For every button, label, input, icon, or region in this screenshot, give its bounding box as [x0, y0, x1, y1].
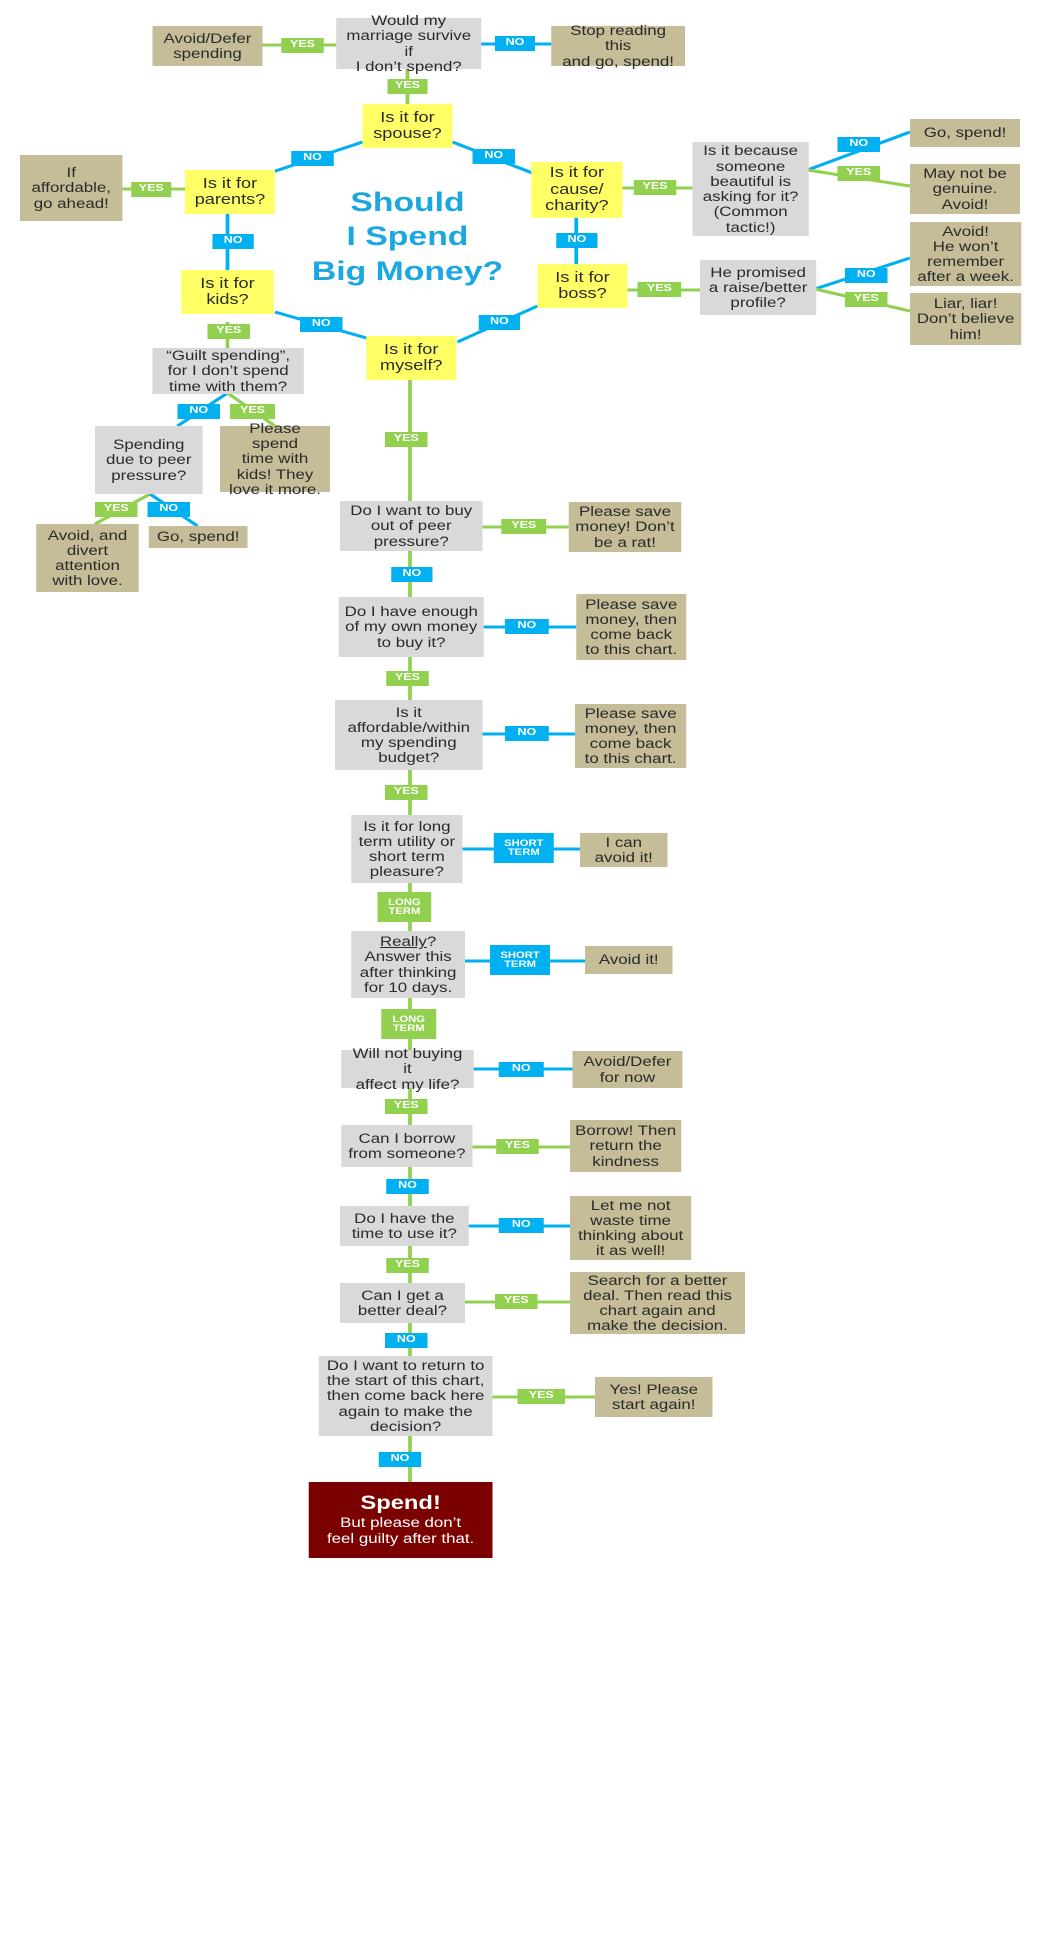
answer-avoid-week: Avoid! He won’t remember after a week. [910, 222, 1022, 286]
question-return-start: Do I want to return to the start of this… [318, 1356, 493, 1436]
question-peer-buy: Do I want to buy out of peer pressure? [340, 501, 483, 551]
answer-save-rat: Please save money! Don’t be a rat! [568, 502, 682, 552]
really-rest: ? Answer this after thinking for 10 days… [359, 934, 457, 995]
label-yes: YES [845, 292, 888, 307]
label-no: NO [845, 268, 888, 283]
label-yes: YES [517, 1389, 565, 1404]
label-no: NO [498, 1062, 544, 1077]
label-no: NO [147, 502, 190, 517]
label-short-term: SHORT TERM [493, 833, 554, 863]
label-no: NO [212, 234, 254, 249]
answer-not-genuine: May not be genuine. Avoid! [910, 164, 1020, 214]
question-time-use: Do I have the time to use it? [340, 1206, 469, 1246]
really-underlined: Really [379, 934, 427, 949]
answer-avoid-it: Avoid it! [585, 946, 673, 974]
question-raise: He promised a raise/better profile? [700, 260, 817, 315]
label-yes: YES [230, 404, 275, 419]
label-yes: YES [501, 519, 547, 534]
answer-stop-reading: Stop reading this and go, spend! [551, 23, 685, 69]
answer-avoid-defer-spending: Avoid/Defer spending [152, 26, 263, 66]
hub-myself: Is it for myself? [366, 336, 457, 380]
answer-can-avoid: I can avoid it! [580, 833, 668, 867]
question-better-deal: Can I get a better deal? [340, 1283, 465, 1323]
label-no: NO [386, 1179, 429, 1194]
question-marriage: Would my marriage survive if I don’t spe… [336, 13, 482, 74]
answer-go-spend: Go, spend! [910, 119, 1020, 147]
question-peer-pressure-kids: Spending due to peer pressure? [95, 426, 203, 494]
label-no: NO [498, 1218, 544, 1233]
label-no: NO [378, 1452, 422, 1467]
label-no: NO [837, 137, 880, 152]
label-yes: YES [633, 180, 677, 195]
label-no: NO [472, 149, 515, 164]
label-yes: YES [386, 1258, 429, 1273]
question-affect-life: Will not buying it affect my life? [341, 1046, 474, 1092]
label-yes: YES [385, 1099, 428, 1114]
label-no: NO [505, 619, 549, 634]
question-own-money: Do I have enough of my own money to buy … [338, 597, 484, 657]
really-text: Really? Answer this after thinking for 1… [360, 934, 457, 995]
question-really: Really? Answer this after thinking for 1… [351, 931, 465, 998]
final-spend-box: Spend! But please don’t feel guilty afte… [308, 1482, 493, 1558]
label-long-term: LONG TERM [377, 892, 432, 922]
chart-title: Should I Spend Big Money? [311, 187, 504, 286]
answer-go-spend-kids: Go, spend! [148, 526, 248, 548]
answer-save-come-back-2: Please save money, then come back to thi… [575, 704, 687, 768]
label-no: NO [505, 726, 549, 741]
label-yes: YES [495, 1294, 538, 1309]
hub-spouse: Is it for spouse? [362, 104, 453, 148]
label-yes: YES [637, 282, 682, 297]
answer-defer-now: Avoid/Defer for now [572, 1051, 683, 1088]
label-yes: YES [387, 79, 428, 94]
hub-parents: Is it for parents? [185, 170, 275, 214]
label-yes: YES [207, 324, 250, 339]
question-utility: Is it for long term utility or short ter… [351, 815, 463, 883]
label-yes: YES [385, 432, 428, 447]
label-no: NO [385, 1333, 428, 1348]
label-yes: YES [281, 38, 324, 53]
answer-liar: Liar, liar! Don’t believe him! [910, 293, 1022, 345]
hub-kids: Is it for kids? [181, 270, 274, 314]
question-borrow: Can I borrow from someone? [341, 1125, 473, 1167]
question-budget: Is it affordable/within my spending budg… [335, 700, 483, 770]
label-long-term: LONG TERM [381, 1009, 437, 1039]
answer-borrow: Borrow! Then return the kindness [570, 1120, 682, 1172]
final-title: Spend! [360, 1492, 441, 1514]
label-no: NO [300, 317, 343, 332]
label-yes: YES [496, 1139, 539, 1154]
answer-save-come-back: Please save money, then come back to thi… [576, 594, 687, 660]
label-no: NO [291, 151, 334, 166]
label-yes: YES [131, 182, 172, 197]
label-yes: YES [837, 166, 880, 181]
answer-better-deal: Search for a better deal. Then read this… [570, 1272, 745, 1334]
hub-cause-charity: Is it for cause/ charity? [531, 162, 623, 218]
answer-start-again: Yes! Please start again! [595, 1377, 713, 1417]
label-yes: YES [385, 785, 428, 800]
label-short-term: SHORT TERM [490, 945, 550, 975]
label-no: NO [495, 36, 535, 51]
answer-spend-time-kids: Please spend time with kids! They love i… [220, 421, 330, 497]
label-no: NO [177, 404, 220, 419]
label-no: NO [391, 567, 433, 582]
label-yes: YES [386, 671, 429, 686]
label-no: NO [478, 315, 520, 330]
question-beautiful: Is it because someone beautiful is askin… [692, 142, 809, 236]
label-no: NO [556, 233, 598, 248]
answer-if-affordable: If affordable, go ahead! [20, 155, 123, 221]
label-yes: YES [95, 502, 138, 517]
final-subtitle: But please don’t feel guilty after that. [326, 1515, 475, 1546]
answer-waste-time: Let me not waste time thinking about it … [570, 1196, 692, 1260]
question-guilt-spending: “Guilt spending”, for I don’t spend time… [152, 348, 304, 394]
hub-boss: Is it for boss? [537, 264, 628, 308]
answer-avoid-divert: Avoid, and divert attention with love. [36, 524, 139, 592]
